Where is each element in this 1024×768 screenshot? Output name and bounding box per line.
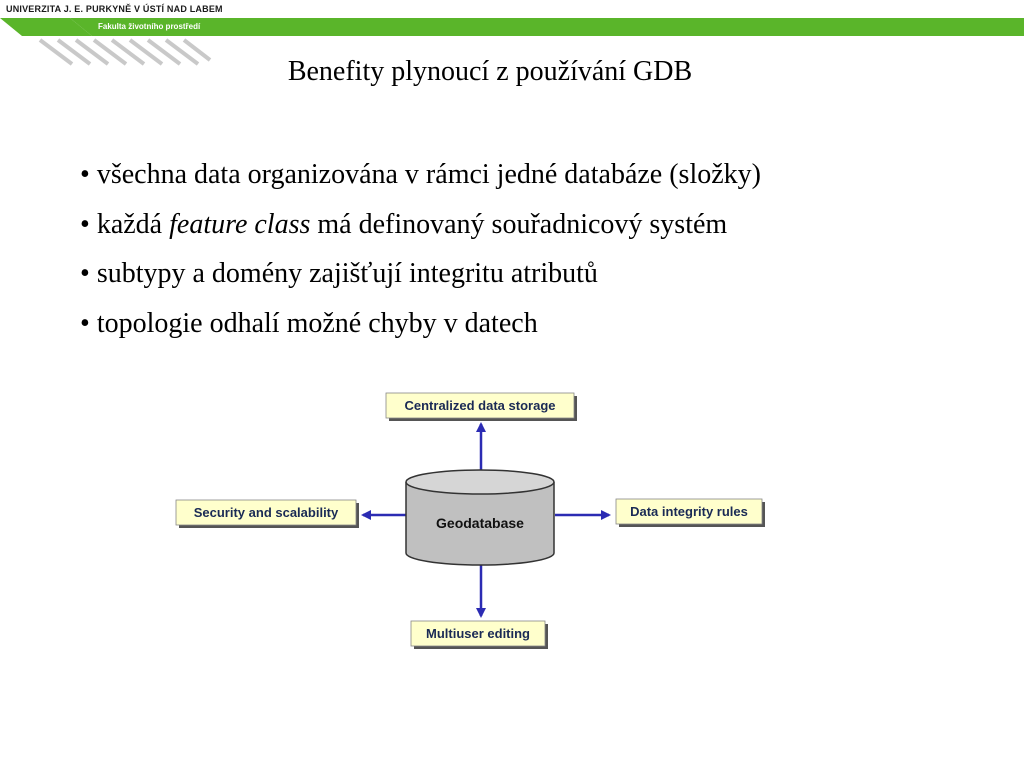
multiuser-label: Multiuser editing: [426, 626, 530, 641]
integrity-label: Data integrity rules: [630, 504, 748, 519]
box-top: Centralized data storage: [385, 392, 577, 421]
bullet-item: •subtypy a domény zajišťují integritu at…: [80, 258, 598, 289]
box-right: Data integrity rules: [615, 498, 765, 527]
faculty-name: Fakulta životního prostředí: [98, 22, 201, 31]
bullet-text: topologie odhalí možné chyby v datech: [96, 307, 538, 339]
security-label: Security and scalability: [194, 505, 339, 520]
geodatabase-label: Geodatabase: [436, 515, 524, 531]
bullet-text-end: má definovaný souřadnicový systém: [310, 208, 728, 240]
slide-title: Benefity plynoucí z používání GDB: [0, 56, 980, 88]
box-bottom: Multiuser editing: [410, 620, 548, 649]
bullet-item: •topologie odhalí možné chyby v datech: [80, 307, 538, 339]
box-left: Security and scalability: [175, 499, 359, 528]
bullet-item: •všechna data organizována v rámci jedné…: [80, 159, 761, 190]
slide-title-text: Benefity plynoucí z používání GDB: [287, 56, 693, 87]
bullet-text: všechna data organizována v rámci jedné …: [96, 159, 761, 190]
geodatabase-cylinder: Geodatabase: [405, 469, 555, 566]
header-graphic: [0, 18, 1024, 66]
centralized-storage-label: Centralized data storage: [405, 398, 556, 413]
bullet-text-start: každá: [96, 208, 170, 240]
bullet-text-italic: feature class: [169, 208, 311, 240]
bullet-text: subtypy a domény zajišťují integritu atr…: [96, 258, 598, 289]
bullet-item: •každá feature class má definovaný souřa…: [80, 208, 728, 240]
bullet-list: •všechna data organizována v rámci jedné…: [80, 150, 761, 348]
university-name: UNIVERZITA J. E. PURKYNĚ V ÚSTÍ NAD LABE…: [6, 4, 223, 14]
header-bar: UNIVERZITA J. E. PURKYNĚ V ÚSTÍ NAD LABE…: [0, 0, 1024, 70]
